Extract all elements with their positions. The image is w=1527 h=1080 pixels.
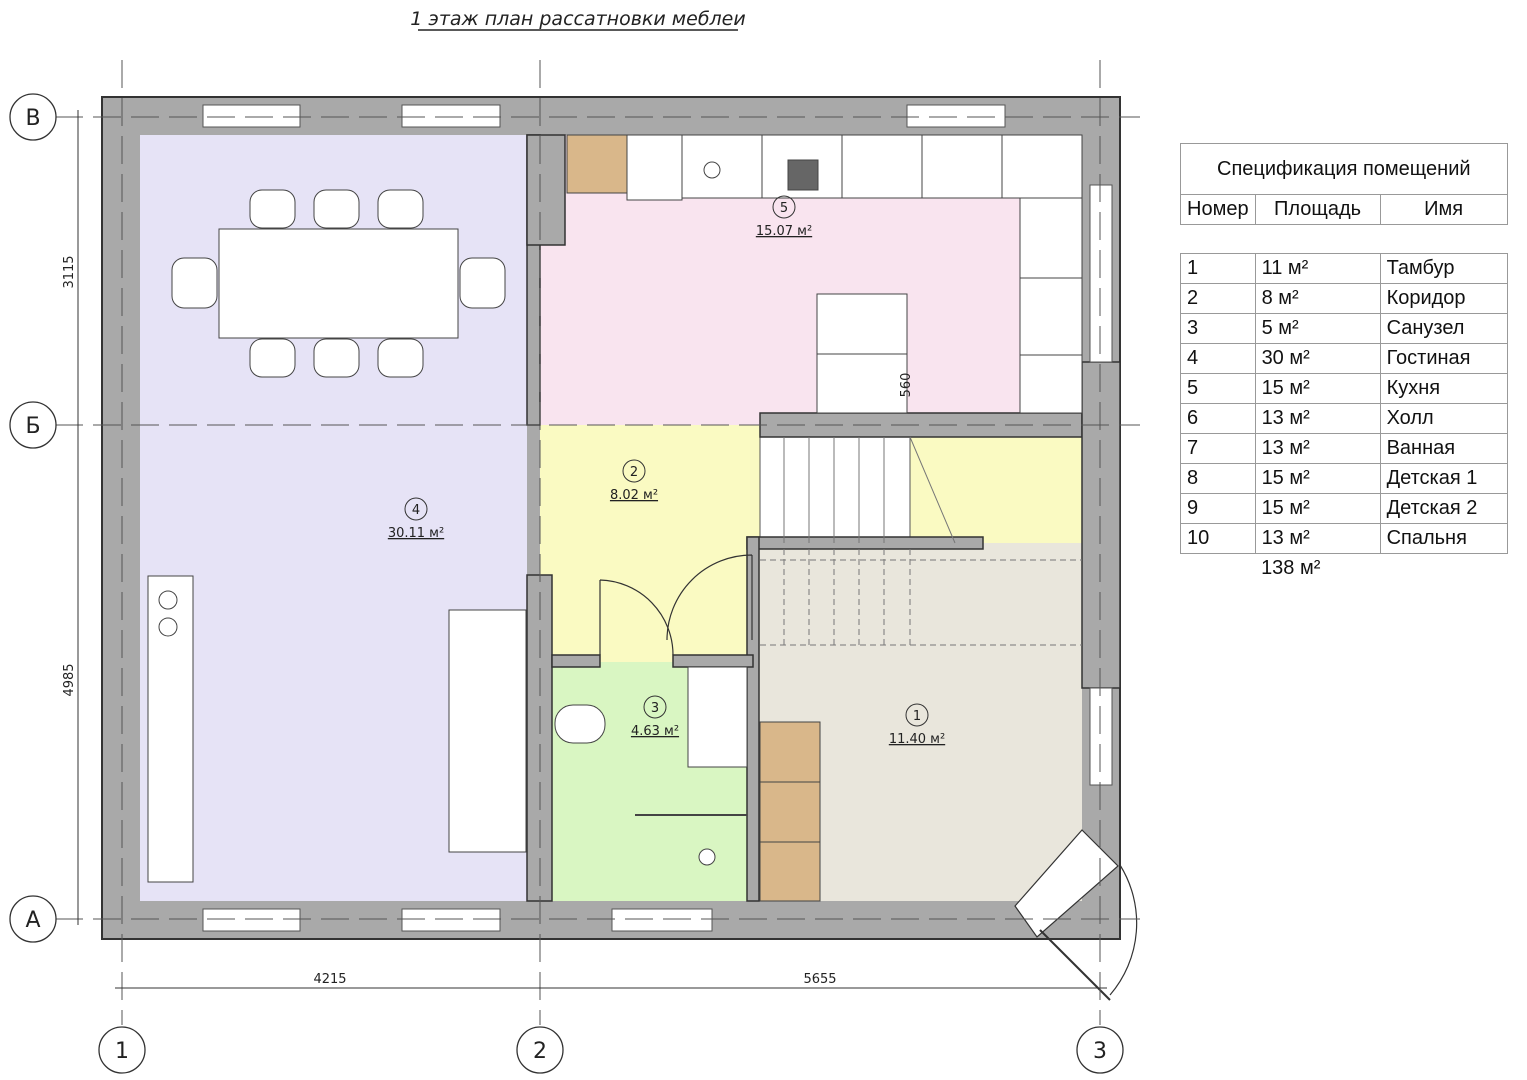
spec-cell-number: 1 bbox=[1180, 253, 1256, 284]
spec-cell-name: Детская 1 bbox=[1379, 463, 1508, 494]
sink-icon bbox=[787, 159, 819, 191]
axis-label-3: 3 bbox=[1093, 1039, 1107, 1064]
axis-label-1: 1 bbox=[115, 1039, 129, 1064]
room-number-circle bbox=[772, 195, 796, 219]
dim-4985: 4985 bbox=[62, 663, 77, 696]
dining-table bbox=[218, 228, 459, 339]
spec-cell-number: 4 bbox=[1180, 343, 1256, 374]
room-number-circle bbox=[404, 497, 428, 521]
axis-label-b: Б bbox=[25, 414, 40, 439]
col-header-area: Площадь bbox=[1254, 194, 1381, 225]
interior-walls bbox=[526, 134, 1121, 902]
dim-560: 560 bbox=[899, 373, 914, 398]
grid-axes bbox=[55, 60, 1140, 1025]
room-area: 15.07 м² bbox=[756, 224, 812, 239]
spec-cell-name: Холл bbox=[1379, 403, 1508, 434]
room-2-corridor bbox=[540, 425, 760, 662]
spec-cell-area: 11 м² bbox=[1254, 253, 1381, 284]
spec-cell-number: 7 bbox=[1180, 433, 1256, 464]
fixtures bbox=[554, 666, 821, 902]
toilet bbox=[554, 704, 606, 744]
spec-cell-name: Санузел bbox=[1379, 313, 1508, 344]
spec-cell-number: 2 bbox=[1180, 283, 1256, 314]
spec-cell-area: 13 м² bbox=[1254, 403, 1381, 434]
spec-cell-area: 5 м² bbox=[1254, 313, 1381, 344]
spec-cell-number: 6 bbox=[1180, 403, 1256, 434]
sofa bbox=[448, 609, 527, 853]
spec-cell-number: 8 bbox=[1180, 463, 1256, 494]
spec-cell-number: 5 bbox=[1180, 373, 1256, 404]
spec-title: Спецификация помещений bbox=[1180, 143, 1508, 195]
room-area: 30.11 м² bbox=[388, 526, 444, 541]
axis-label-a: А bbox=[25, 908, 40, 933]
spec-cell-area: 30 м² bbox=[1254, 343, 1381, 374]
axis-label-v: В bbox=[25, 106, 40, 131]
room-number: 5 bbox=[780, 201, 788, 216]
spec-cell-number: 3 bbox=[1180, 313, 1256, 344]
spec-cell-area: 8 м² bbox=[1254, 283, 1381, 314]
room-number: 1 bbox=[913, 709, 921, 724]
room-number-circle bbox=[643, 695, 667, 719]
kitchen-counters bbox=[566, 134, 1083, 414]
spec-cell-name: Гостиная bbox=[1379, 343, 1508, 374]
washbasin bbox=[687, 666, 748, 768]
windows bbox=[202, 104, 1113, 932]
room-number: 2 bbox=[630, 465, 638, 480]
spec-cell-number: 9 bbox=[1180, 493, 1256, 524]
room-area: 4.63 м² bbox=[631, 724, 679, 739]
axis-label-2: 2 bbox=[533, 1039, 547, 1064]
dimension-lines bbox=[77, 110, 1107, 989]
spec-cell-name: Ванная bbox=[1379, 433, 1508, 464]
wardrobe bbox=[759, 721, 821, 902]
spec-cell-name: Детская 2 bbox=[1379, 493, 1508, 524]
room-number: 4 bbox=[412, 503, 420, 518]
room-number-circle bbox=[622, 459, 646, 483]
col-header-number: Номер bbox=[1180, 194, 1256, 225]
room-area: 8.02 м² bbox=[610, 488, 658, 503]
stairs bbox=[760, 436, 1082, 646]
spec-cell-area: 15 м² bbox=[1254, 463, 1381, 494]
doors bbox=[599, 554, 1138, 1001]
spec-cell-name: Спальня bbox=[1379, 523, 1508, 554]
spec-cell-area: 13 м² bbox=[1254, 523, 1381, 554]
stairs-upper bbox=[759, 436, 911, 544]
stove bbox=[626, 134, 683, 201]
living-furniture bbox=[147, 189, 527, 883]
spec-cell-name: Коридор bbox=[1379, 283, 1508, 314]
dim-4215: 4215 bbox=[313, 972, 346, 987]
spec-cell-name: Кухня bbox=[1379, 373, 1508, 404]
room-area: 11.40 м² bbox=[889, 732, 945, 747]
col-header-name: Имя bbox=[1379, 194, 1508, 225]
room-number-circle bbox=[905, 703, 929, 727]
spec-total: 138 м² bbox=[1261, 557, 1321, 579]
dim-3115: 3115 bbox=[62, 255, 77, 288]
drawing-title: 1 этаж план рассатновки меблеи bbox=[410, 8, 745, 30]
cabinet-wood bbox=[566, 134, 628, 194]
spec-cell-area: 13 м² bbox=[1254, 433, 1381, 464]
spec-cell-name: Тамбур bbox=[1379, 253, 1508, 284]
spec-cell-area: 15 м² bbox=[1254, 493, 1381, 524]
spec-cell-area: 15 м² bbox=[1254, 373, 1381, 404]
room-number: 3 bbox=[651, 701, 659, 716]
dim-5655: 5655 bbox=[803, 972, 836, 987]
spec-cell-number: 10 bbox=[1180, 523, 1256, 554]
